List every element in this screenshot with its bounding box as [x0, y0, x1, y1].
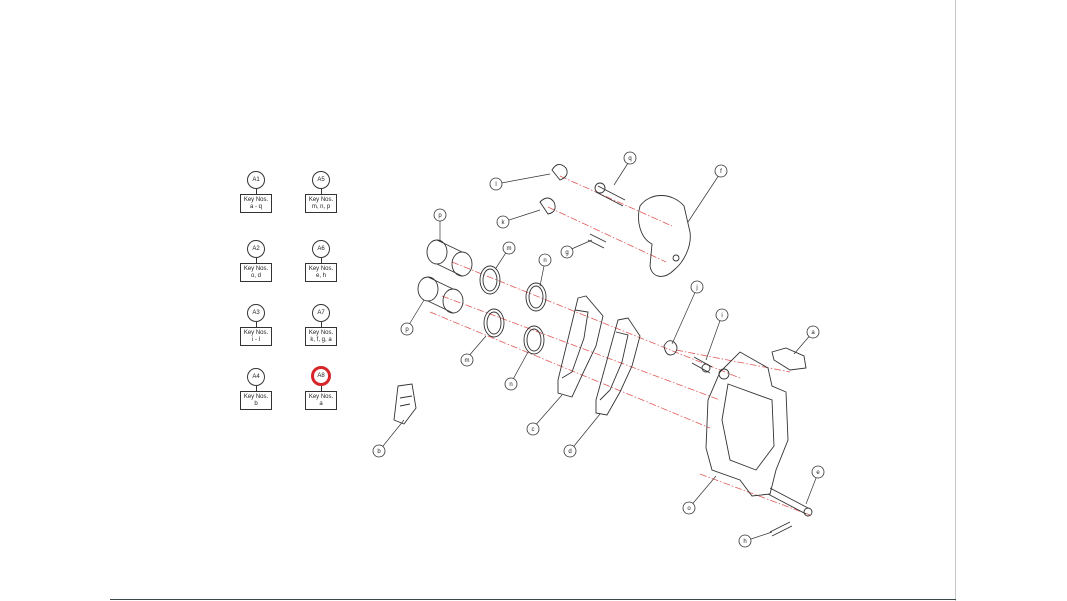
key-a6-box: Key Nos.e, h — [305, 263, 337, 282]
callout-letter: j — [695, 285, 697, 291]
pin-k — [539, 197, 556, 215]
callout-letter: p — [405, 327, 409, 333]
key-a1[interactable]: A1 Key Nos.a - q — [226, 171, 286, 213]
callout-g: g — [560, 245, 574, 259]
callout-letter: p — [438, 213, 442, 219]
key-a1-box: Key Nos.a - q — [240, 194, 272, 213]
callout-l: l — [489, 177, 503, 191]
spring-a — [771, 347, 807, 371]
callout-m: m — [502, 241, 516, 255]
key-a7-box: Key Nos.k, f, g, a — [305, 327, 337, 346]
key-a5[interactable]: A5 Key Nos.m, n, p — [291, 171, 351, 213]
key-a4[interactable]: A4 Key Nos.b — [226, 368, 286, 410]
callout-a: a — [806, 325, 820, 339]
callout-c: c — [526, 422, 540, 436]
key-a4-box: Key Nos.b — [240, 391, 272, 410]
key-a3-box: Key Nos.i - l — [240, 327, 272, 346]
callout-letter: n — [543, 258, 546, 264]
callout-b: b — [372, 444, 386, 458]
key-a8-box: Key Nos.a — [305, 391, 337, 410]
piston-upper — [426, 239, 473, 277]
callout-letter: i — [721, 313, 722, 319]
callout-n: n — [504, 377, 518, 391]
parts — [393, 164, 813, 537]
brake-pad-d — [595, 317, 641, 416]
brake-pad-c — [557, 295, 604, 398]
key-a4-id: A4 — [247, 368, 265, 386]
page-right-border — [955, 0, 956, 601]
key-a7-id: A7 — [312, 304, 330, 322]
callout-h: h — [738, 534, 752, 548]
callout-letter: f — [720, 169, 722, 175]
key-a2-id: A2 — [247, 240, 265, 258]
callout-k: k — [496, 215, 510, 229]
caliper-body — [705, 351, 789, 497]
callout-j: j — [690, 280, 704, 294]
key-a5-box: Key Nos.m, n, p — [305, 194, 337, 213]
callout-p: p — [433, 208, 447, 222]
callout-o: o — [682, 501, 696, 515]
callout-n: n — [538, 253, 552, 267]
callout-q: q — [623, 151, 637, 165]
callout-labels: q f l k g p m n p m n j i a b c d e o h — [372, 151, 825, 548]
callout-e: e — [811, 465, 825, 479]
page-bottom-border — [110, 599, 956, 600]
callout-letter: g — [565, 250, 568, 256]
callout-d: d — [563, 444, 577, 458]
pin-e — [767, 487, 809, 515]
callout-letter: e — [816, 470, 820, 476]
key-a2-box: Key Nos.o, d — [240, 263, 272, 282]
centerlines — [429, 175, 811, 516]
callout-letter: a — [811, 330, 815, 336]
pin-q — [595, 185, 626, 207]
callout-p: p — [400, 322, 414, 336]
bracket-f — [638, 195, 691, 277]
key-a5-id: A5 — [312, 171, 330, 189]
callout-i: i — [715, 308, 729, 322]
callout-m: m — [460, 353, 474, 367]
seal-n-upper — [525, 282, 547, 312]
piston-lower — [417, 276, 464, 314]
key-a3-id: A3 — [247, 304, 265, 322]
key-a7[interactable]: A7 Key Nos.k, f, g, a — [291, 304, 351, 346]
callout-letter: m — [465, 358, 470, 364]
pin-l — [551, 164, 568, 181]
key-a8-id-selected: A8 — [311, 366, 331, 386]
pin-g — [587, 233, 607, 249]
key-a8[interactable]: A8 Key Nos.a — [291, 366, 351, 410]
callout-letter: l — [495, 182, 496, 188]
clip-h — [769, 521, 793, 537]
callout-letter: h — [743, 539, 746, 545]
part-b — [393, 383, 417, 425]
callout-letter: m — [507, 246, 512, 252]
callout-letter: n — [509, 382, 512, 388]
seal-m-upper — [479, 265, 501, 295]
callout-letter: q — [628, 156, 631, 162]
key-a6-id: A6 — [312, 240, 330, 258]
key-a2[interactable]: A2 Key Nos.o, d — [226, 240, 286, 282]
seal-n-lower — [523, 325, 545, 355]
callout-f: f — [714, 164, 728, 178]
callout-letter: o — [687, 506, 691, 512]
seal-m-lower — [483, 308, 505, 338]
callout-letter: c — [532, 427, 535, 433]
callout-letter: d — [568, 449, 571, 455]
callout-letter: b — [377, 449, 381, 455]
part-j — [663, 340, 678, 356]
key-a3[interactable]: A3 Key Nos.i - l — [226, 304, 286, 346]
callout-letter: k — [502, 220, 506, 226]
key-a1-id: A1 — [247, 171, 265, 189]
key-a6[interactable]: A6 Key Nos.e, h — [291, 240, 351, 282]
